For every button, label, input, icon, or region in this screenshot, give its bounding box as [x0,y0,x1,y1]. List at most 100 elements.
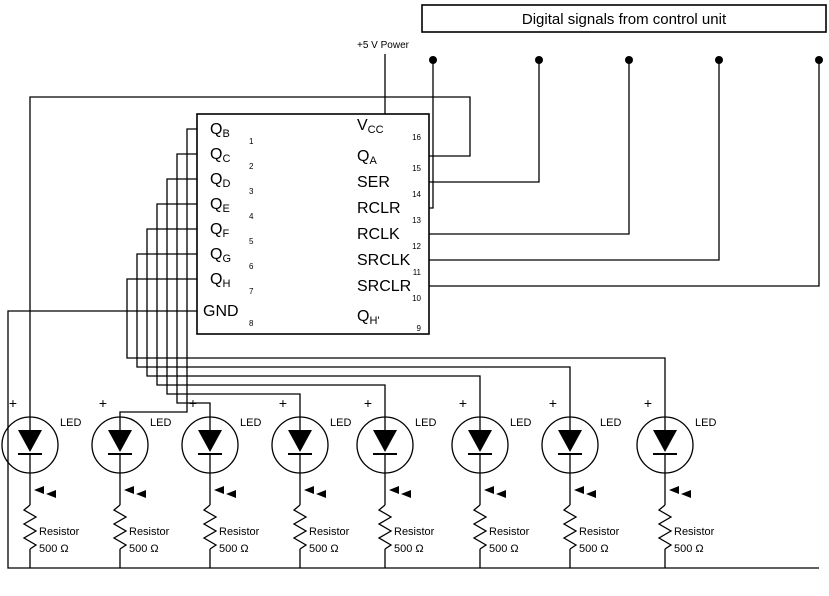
led-plus-label: + [364,395,372,411]
power-label: +5 V Power [357,40,410,51]
output-wires [7,96,819,569]
led-anode-triangle-icon [468,430,492,452]
wire-qb-led2 [119,128,197,417]
led-plus-label: + [549,395,557,411]
pin-qa-label: QA [357,148,377,167]
resistor-value: 500 Ω [39,543,69,555]
resistor-symbol [22,504,38,550]
led-body [541,416,599,474]
pin-rclr-number: 13 [412,216,421,225]
pin-srclk-label: SRCLK [357,252,411,269]
led-anode-triangle-icon [653,430,677,452]
led-unit-7: + LED Resistor 500 Ω [541,395,621,568]
led-label: LED [600,417,621,429]
pin-vcc-number: 16 [412,133,421,142]
wire-srclr [429,60,820,287]
led-plus-label: + [279,395,287,411]
pin-qe-number: 4 [249,212,254,221]
resistor-symbol [657,504,673,550]
led-label: LED [695,417,716,429]
pin-qg-number: 6 [249,262,254,271]
resistor-value: 500 Ω [394,543,424,555]
led-label: LED [330,417,351,429]
led-unit-3: + LED Resistor 500 Ω [181,395,261,568]
pin-qd-label: QD [210,171,230,190]
resistor-symbol [292,504,308,550]
pin-rclr-label: RCLR [357,200,401,217]
resistor-value: 500 Ω [129,543,159,555]
resistor-name: Resistor [129,526,170,538]
led-unit-1: + LED Resistor 500 Ω [1,395,81,568]
led-body [181,416,239,474]
wire-qe-led5 [156,203,386,417]
control-unit-box [421,4,827,33]
led-body [451,416,509,474]
pin-qhprime-number: 9 [417,324,422,333]
control-signal-wires [429,60,820,287]
wire-rclk [429,60,630,235]
led-plus-label: + [644,395,652,411]
resistor-name: Resistor [39,526,80,538]
control-unit-label: Digital signals from control unit [522,11,727,28]
resistor-symbol [472,504,488,550]
resistor-name: Resistor [394,526,435,538]
led-anode-triangle-icon [373,430,397,452]
wire-qf-led6 [146,228,481,417]
led-light-arrows-icon [484,486,506,498]
pin-qh-label: QH [210,271,230,290]
led-body [356,416,414,474]
chip-right-pins: VCC 16 QA 15 SER 14 RCLR 13 RCLK 12 SRCL… [357,117,422,333]
pin-gnd-label: GND [203,303,239,320]
wire-qa-led1 [29,96,471,417]
wire-qh-led8 [126,278,666,417]
wire-qd-led4 [166,178,301,417]
pin-rclk-number: 12 [412,242,421,251]
led-anode-triangle-icon [198,430,222,452]
pin-ser-number: 14 [412,190,421,199]
pin-srclr-number: 10 [412,294,421,303]
wire-qc-led3 [176,153,211,417]
pin-qf-number: 5 [249,237,254,246]
pin-qb-label: QB [210,121,230,140]
led-plus-label: + [189,395,197,411]
led-plus-label: + [459,395,467,411]
led-light-arrows-icon [214,486,236,498]
pin-srclr-label: SRCLR [357,278,411,295]
resistor-value: 500 Ω [674,543,704,555]
led-plus-label: + [99,395,107,411]
led-label: LED [60,417,81,429]
resistor-name: Resistor [219,526,260,538]
pin-qhprime-label: QH' [357,308,380,327]
pin-qd-number: 3 [249,187,254,196]
chip-left-pins: QB 1 QC 2 QD 3 QE 4 QF 5 QG 6 QH 7 GND 8 [203,121,254,328]
resistor-symbol [377,504,393,550]
resistor-name: Resistor [674,526,715,538]
led-unit-6: + LED Resistor 500 Ω [451,395,531,568]
pin-qc-number: 2 [249,162,254,171]
resistor-value: 500 Ω [489,543,519,555]
pin-vcc-label: VCC [357,117,384,136]
pin-qf-label: QF [210,221,229,240]
resistor-value: 500 Ω [219,543,249,555]
resistor-symbol [562,504,578,550]
chip-body [196,113,430,335]
resistor-value: 500 Ω [579,543,609,555]
led-body [1,416,59,474]
led-anode-triangle-icon [288,430,312,452]
pin-ser-label: SER [357,174,390,191]
led-light-arrows-icon [669,486,691,498]
wire-ser [429,60,540,183]
resistor-symbol [202,504,218,550]
led-body [91,416,149,474]
led-light-arrows-icon [34,486,56,498]
led-anode-triangle-icon [558,430,582,452]
led-unit-8: + LED Resistor 500 Ω [636,395,716,568]
led-light-arrows-icon [304,486,326,498]
resistor-value: 500 Ω [309,543,339,555]
led-plus-label: + [9,395,17,411]
pin-qc-label: QC [210,146,230,165]
led-unit-5: + LED Resistor 500 Ω [356,395,436,568]
pin-gnd-number: 8 [249,319,254,328]
